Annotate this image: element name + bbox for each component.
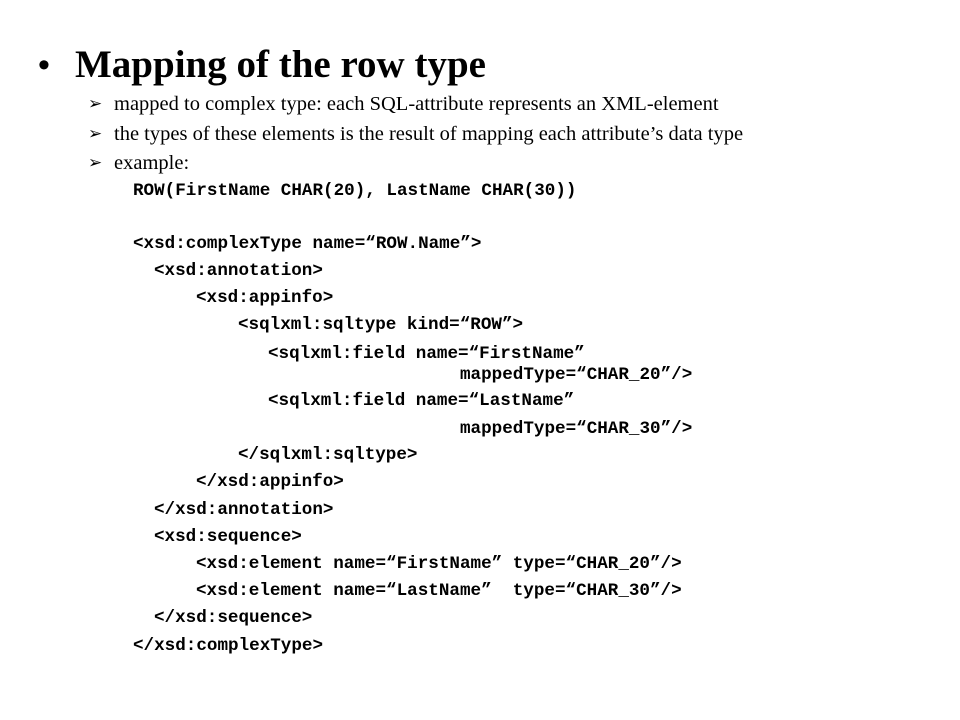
code-line: <xsd:element name=“FirstName” type=“CHAR… xyxy=(196,554,682,574)
code-line: </sqlxml:sqltype> xyxy=(238,445,418,465)
arrow-bullet-icon: ➢ xyxy=(88,124,103,143)
code-line: mappedType=“CHAR_20”/> xyxy=(460,365,693,385)
bullet-dot-icon: • xyxy=(38,46,50,84)
code-line: </xsd:sequence> xyxy=(154,608,313,628)
code-line: <xsd:annotation> xyxy=(154,261,323,281)
arrow-bullet-icon: ➢ xyxy=(88,94,103,113)
arrow-bullet-icon: ➢ xyxy=(88,153,103,172)
code-line: <sqlxml:sqltype kind=“ROW”> xyxy=(238,315,524,335)
sub-bullet-text: example: xyxy=(114,152,190,174)
code-line: </xsd:complexType> xyxy=(133,636,324,656)
code-line: <sqlxml:field name=“LastName” xyxy=(268,391,575,411)
code-line: mappedType=“CHAR_30”/> xyxy=(460,419,693,439)
code-line: <xsd:sequence> xyxy=(154,527,302,547)
code-line: <xsd:appinfo> xyxy=(196,288,334,308)
code-line: </xsd:appinfo> xyxy=(196,472,344,492)
code-line: <sqlxml:field name=“FirstName” xyxy=(268,344,585,364)
slide-title: Mapping of the row type xyxy=(75,43,486,86)
code-row-signature: ROW(FirstName CHAR(20), LastName CHAR(30… xyxy=(133,181,577,201)
sub-bullet-text: mapped to complex type: each SQL-attribu… xyxy=(114,93,719,115)
code-line: </xsd:annotation> xyxy=(154,500,334,520)
code-line: <xsd:complexType name=“ROW.Name”> xyxy=(133,234,482,254)
sub-bullet-text: the types of these elements is the resul… xyxy=(114,123,744,145)
code-line: <xsd:element name=“LastName” type=“CHAR_… xyxy=(196,581,682,601)
